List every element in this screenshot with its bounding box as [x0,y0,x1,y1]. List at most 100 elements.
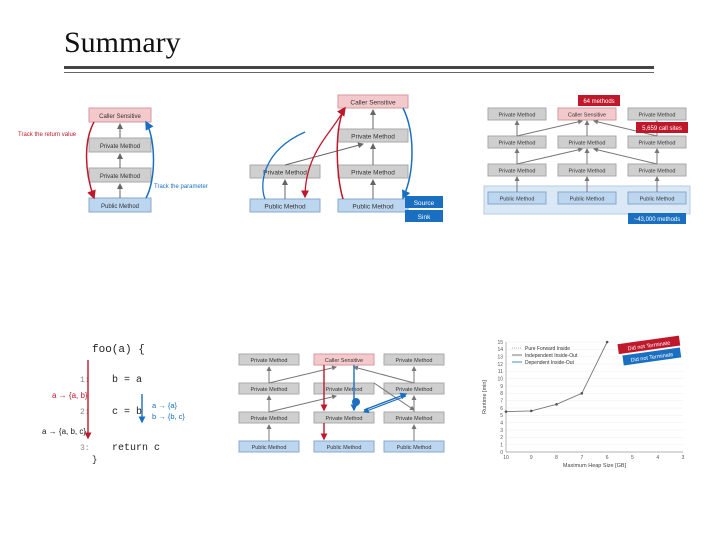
code-line: } [92,455,97,465]
legend-entry: Pure Forward Inside [525,346,570,352]
y-axis-label: Runtime [min] [482,380,488,414]
title-rule [64,66,654,69]
y-tick-label: 5 [500,413,503,419]
y-tick-label: 0 [500,450,503,456]
y-tick-label: 14 [497,347,503,353]
red-flow-down [301,107,346,199]
data-point [605,340,609,344]
private-method-label: Private Method [639,113,676,119]
title-rule-thin [64,72,654,73]
blue-flow [363,392,408,411]
caller-sensitive-label: Caller Sensitive [99,114,141,120]
y-tick-label: 8 [500,391,503,397]
private-method-label: Private Method [396,416,433,422]
private-method-label: Private Method [396,358,433,364]
merge-node [352,398,360,406]
line-number: 3: [80,444,90,453]
sink-badge [405,210,443,222]
public-method-label: Public Method [101,204,139,210]
private-method-label: Private Method [639,141,676,147]
y-tick-label: 2 [500,435,503,441]
y-tick-label: 13 [497,354,503,360]
methods-total-callout-label: ~43,000 methods [634,217,681,223]
private-method-label: Private Method [499,141,536,147]
code-line: b = a [112,374,142,386]
y-tick-label: 4 [500,420,503,426]
track-param-label: Track the parameter [154,184,208,190]
methods-callout [578,95,620,106]
y-tick-label: 9 [500,384,503,390]
caller-sensitive-label: Caller Sensitive [568,113,606,119]
parameter-track [145,120,155,199]
return-value-track [85,121,96,200]
callsites-callout-label: 5,659 call sites [642,126,682,132]
private-method-label: Private Method [351,170,395,177]
legend-entry: Dependent Inside-Out [525,360,575,366]
private-method-label: Private Method [569,141,606,147]
private-method-label: Private Method [326,387,363,393]
public-method-label: Public Method [327,445,362,451]
private-method-label: Private Method [396,387,433,393]
caller-sensitive-box [337,94,409,109]
data-point [580,392,584,395]
points-to-annotation: a → {a, b} [52,391,88,400]
flag-box [622,347,682,366]
diagram-code-example: foo(a) { 1: b = a 2: c = b 3: return c }… [40,338,220,468]
private-method-label: Private Method [351,134,395,141]
x-axis-label: Maximum Heap Size [GB] [563,463,627,469]
private-method-label: Private Method [251,416,288,422]
y-tick-label: 7 [500,398,503,404]
diagram-call-graph-stats: Private Method Caller Sensitive Private … [482,94,692,229]
public-method-label: Public Method [570,197,605,203]
code-line: foo(a) { [92,344,145,356]
red-flow [336,106,346,200]
line-number: 2: [80,408,90,417]
private-method-box [313,382,375,395]
code-line: return c [112,443,160,454]
private-method-box [238,353,300,366]
y-tick-label: 1 [500,442,503,448]
private-method-label: Private Method [499,113,536,119]
data-point [504,410,508,413]
data-point [529,409,533,413]
blue-flow-left [262,131,306,200]
callsites-callout [636,122,688,133]
diagram-source-sink: Caller Sensitive Private Method Private … [245,92,450,227]
private-method-label: Private Method [251,358,288,364]
blue-flow [362,395,407,414]
data-point [555,403,558,406]
y-tick-label: 6 [500,406,503,412]
flag-label: Did not Terminate [627,340,670,352]
public-method-box [313,440,375,453]
private-method-box [313,411,375,424]
private-method-label: Private Method [251,387,288,393]
line-number: 1: [80,376,90,385]
public-method-label: Public Method [397,445,432,451]
x-tick-label: 8 [555,455,558,461]
public-method-label: Public Method [252,445,287,451]
private-method-label: Private Method [326,416,363,422]
flag-label: Did not Terminate [630,352,673,364]
caller-sensitive-box [88,107,152,123]
slide-title: Summary [64,26,181,59]
flag-box [617,335,681,355]
points-to-annotation: b → {b, c} [152,412,185,421]
x-tick-label: 6 [606,455,609,461]
points-to-annotation: a → {a} [152,401,178,410]
x-tick-label: 5 [631,455,634,461]
x-tick-label: 4 [656,455,659,461]
source-label: Source [414,200,435,207]
public-method-label: Public Method [264,204,306,211]
source-badge [405,196,443,208]
private-method-label: Private Method [263,170,307,177]
diagram-call-chain: Caller Sensitive Private Method Private … [14,100,244,220]
blue-flow [402,107,413,200]
y-tick-label: 10 [497,376,503,382]
track-return-label: Track the return value [18,132,77,138]
y-tick-label: 15 [497,340,503,346]
caller-sensitive-label: Caller Sensitive [325,358,363,364]
public-method-label: Public Method [500,197,535,203]
private-method-label: Private Method [100,174,140,180]
methods-callout-label: 64 methods [583,99,614,105]
